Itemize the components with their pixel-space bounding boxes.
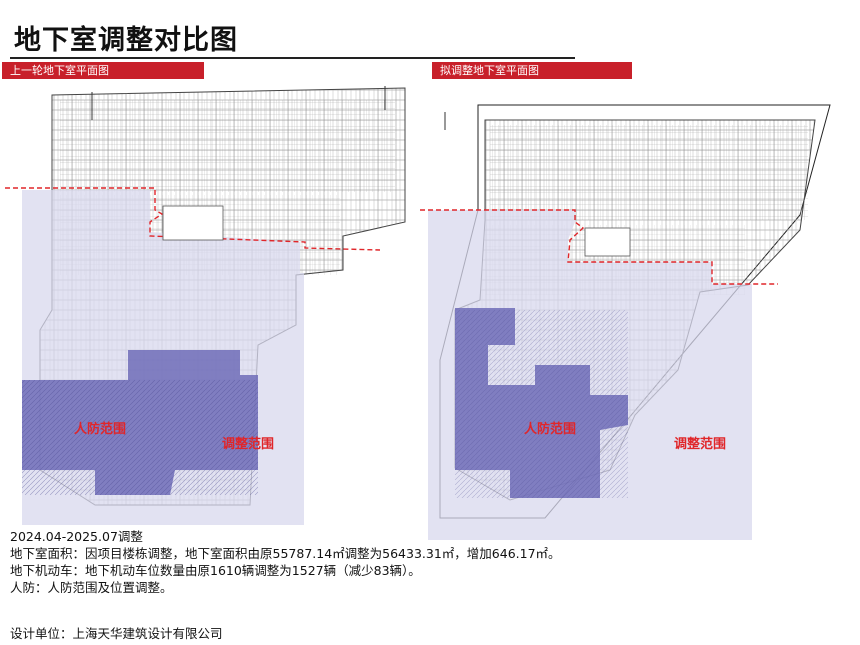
page-title: 地下室调整对比图 <box>14 25 238 56</box>
design-company: 设计单位：上海天华建筑设计有限公司 <box>10 626 223 641</box>
left-civil-defense-label: 人防范围 <box>74 422 127 437</box>
left-adjust-label: 调整范围 <box>222 437 275 452</box>
right-panel-tag: 拟调整地下室平面图 <box>432 62 632 79</box>
title-divider <box>10 57 575 59</box>
right-floor-plan <box>420 104 831 540</box>
right-civil-defense-label: 人防范围 <box>524 422 577 437</box>
note-civil-defense: 人防：人防范围及位置调整。 <box>10 580 173 595</box>
left-floor-plan <box>5 86 406 525</box>
note-area: 地下室面积：因项目楼栋调整，地下室面积由原55787.14㎡调整为56433.3… <box>10 546 561 561</box>
left-red-boundary <box>5 187 381 251</box>
note-period: 2024.04-2025.07调整 <box>10 529 143 544</box>
right-red-boundary <box>420 209 778 285</box>
right-parking-grid <box>490 125 808 220</box>
right-adjust-label: 调整范围 <box>674 437 727 452</box>
note-parking: 地下机动车：地下机动车位数量由原1610辆调整为1527辆（减少83辆）。 <box>10 563 421 578</box>
left-panel-tag: 上一轮地下室平面图 <box>2 62 204 79</box>
left-parking-grid <box>60 100 395 192</box>
adjustment-notes: 2024.04-2025.07调整 地下室面积：因项目楼栋调整，地下室面积由原5… <box>10 528 561 596</box>
